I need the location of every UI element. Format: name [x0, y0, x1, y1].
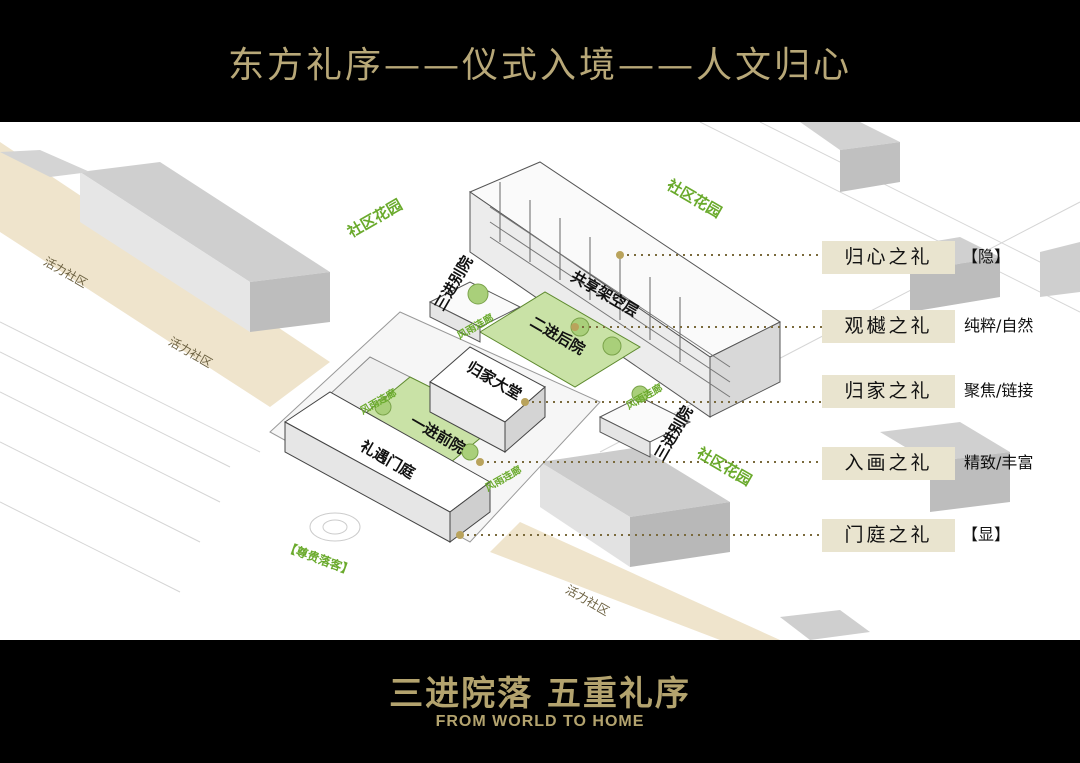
annex-pavilions	[428, 281, 692, 458]
ritual-note-2: 纯粹/自然	[964, 316, 1034, 335]
ritual-note-4: 精致/丰富	[964, 453, 1034, 472]
ritual-tag-3: 归家之礼	[822, 375, 955, 408]
community-garden-top-label: 社区花园	[663, 175, 725, 221]
leader-lines	[460, 254, 822, 536]
ritual-note-1: 【隐】	[962, 247, 1011, 266]
header-band	[0, 0, 1080, 122]
residential-block	[468, 161, 781, 418]
footer-band	[0, 640, 1080, 763]
entrance-court-block	[284, 391, 491, 543]
home-lobby-block	[429, 346, 546, 454]
ritual-tag-5: 门庭之礼	[822, 519, 955, 552]
ritual-tag-1: 归心之礼	[822, 241, 955, 274]
community-garden-left-label: 社区花园	[343, 196, 405, 242]
footer-title: 三进院落 五重礼序	[389, 674, 691, 714]
ritual-tag-4: 入画之礼	[822, 447, 955, 480]
ritual-note-5: 【显】	[962, 525, 1011, 544]
second-back-court-lawn	[479, 291, 641, 388]
footer-subtitle: FROM WORLD TO HOME	[435, 713, 645, 730]
vitality-strip-bottom	[490, 522, 780, 640]
drop-off-circle	[309, 512, 361, 542]
ritual-note-3: 聚焦/链接	[964, 381, 1034, 400]
left-buildings	[0, 150, 330, 332]
trees	[374, 283, 649, 461]
community-garden-right-label: 社区花园	[693, 443, 755, 489]
leader-dots	[456, 251, 624, 539]
page-title: 东方礼序——仪式入境——人文归心	[227, 45, 852, 86]
drop-off-label: 【尊贵落客】	[283, 539, 356, 578]
ritual-tag-2: 观樾之礼	[822, 310, 955, 343]
